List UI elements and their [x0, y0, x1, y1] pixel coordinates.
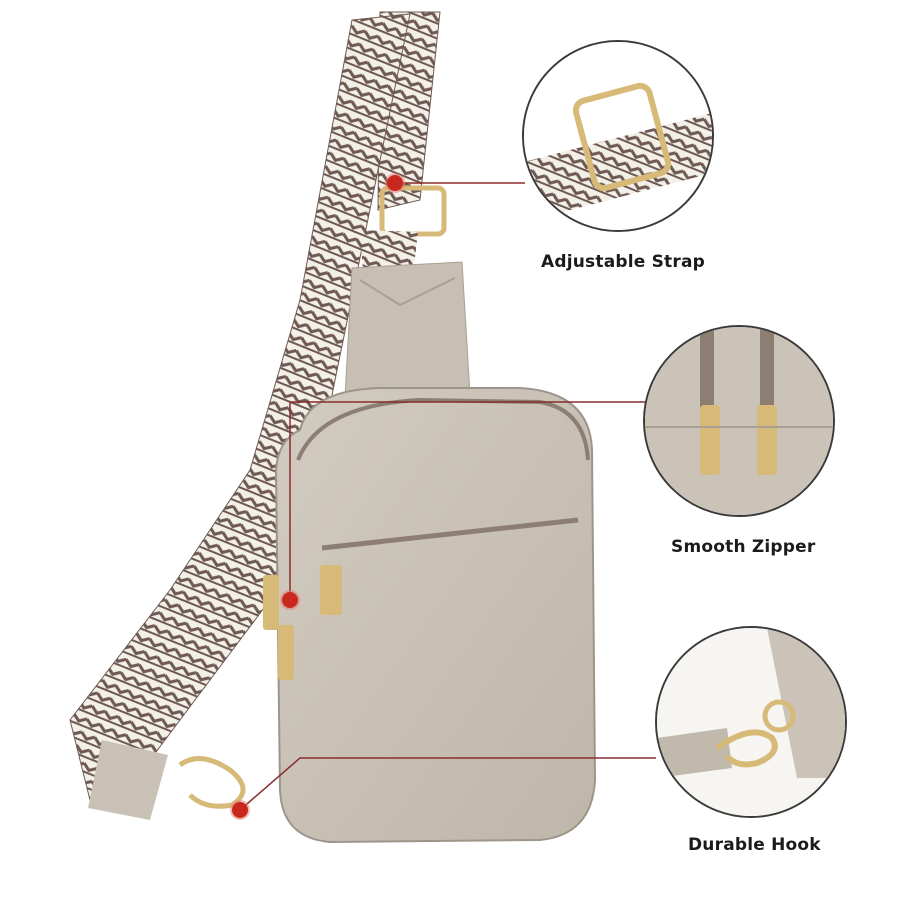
swivel-hook: [178, 756, 246, 809]
callout-label-smooth-zipper: Smooth Zipper: [671, 537, 816, 557]
callout-dot-zipper: [282, 592, 298, 608]
callout-dot-hook: [232, 802, 248, 818]
callout-lines: [239, 182, 656, 811]
callout-dot-strap: [387, 175, 403, 191]
main-zipper: [296, 397, 590, 461]
callout-circle-zipper: [643, 325, 835, 517]
front-zipper: [321, 517, 579, 551]
callout-label-durable-hook: Durable Hook: [688, 835, 821, 855]
callout-circle-hook: [655, 626, 847, 818]
zipper-pull: [320, 565, 342, 615]
callout-circle-strap: [522, 40, 714, 232]
callout-label-adjustable-strap: Adjustable Strap: [541, 252, 706, 272]
bag-body: [274, 387, 597, 844]
